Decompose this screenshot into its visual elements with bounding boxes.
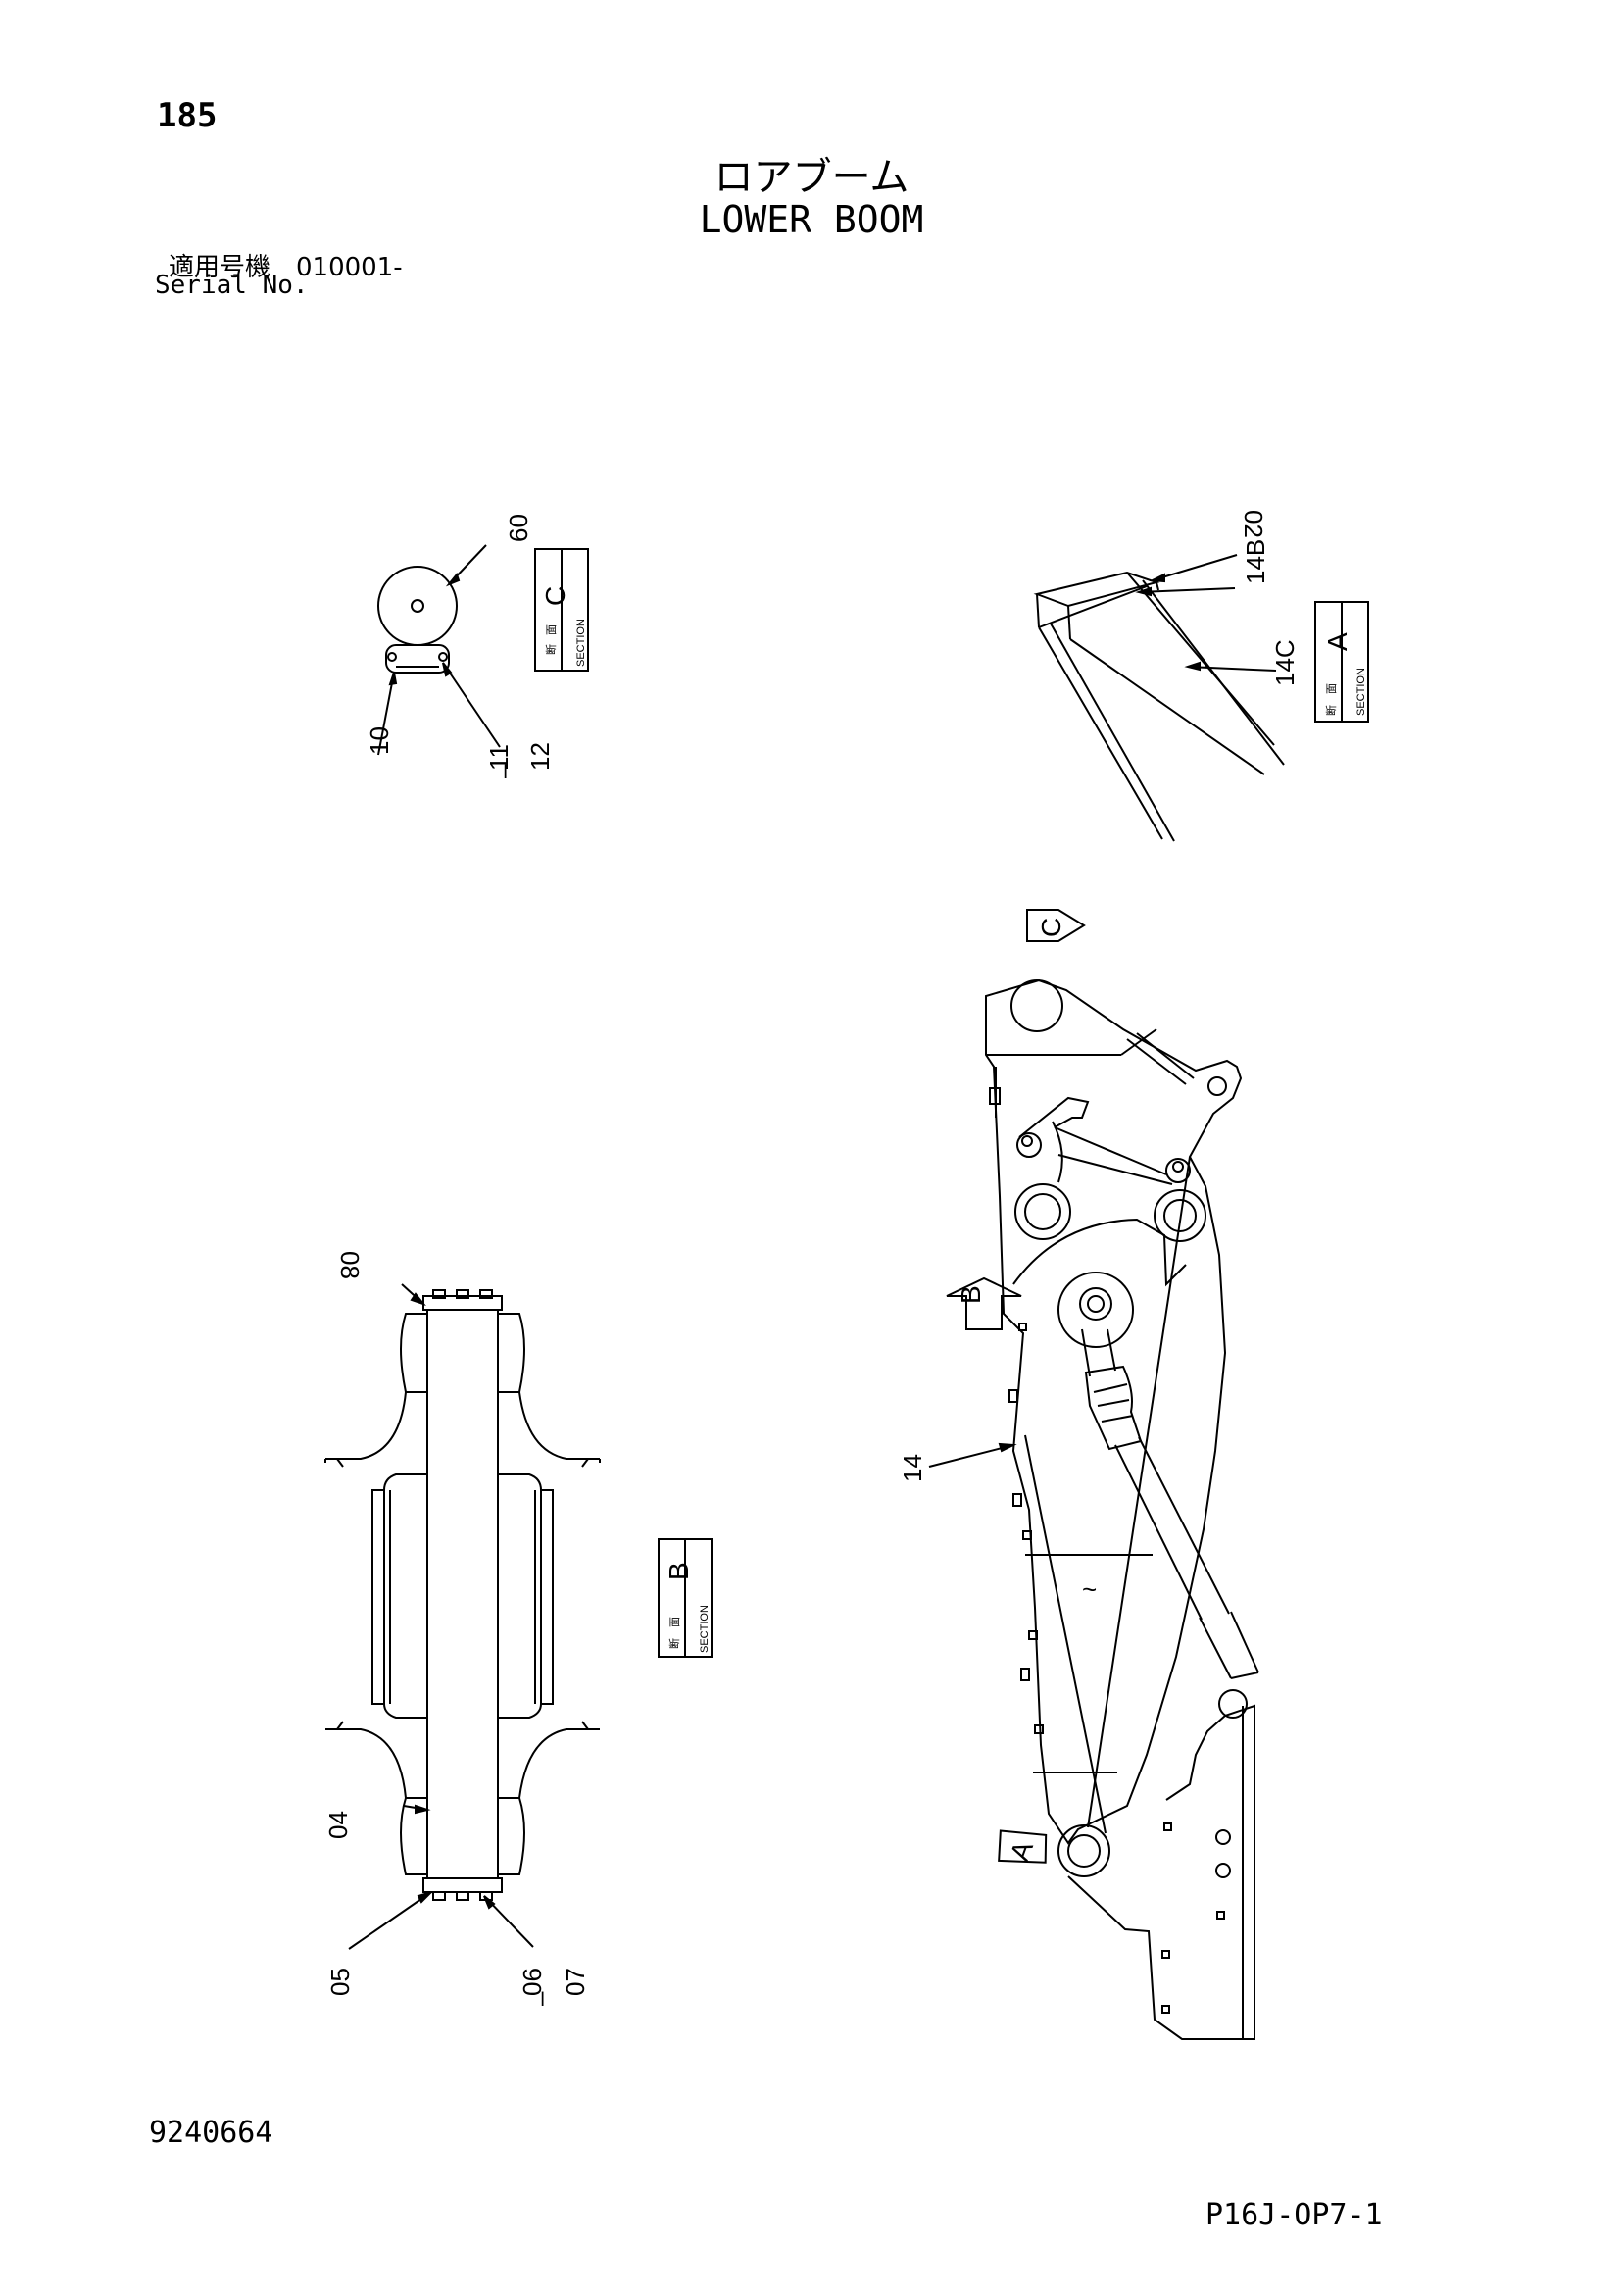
section-b-word: SECTION (699, 1605, 711, 1653)
section-a-kanji-dan: 断 (1324, 705, 1338, 716)
view-arrow-c-label: C (1036, 918, 1066, 937)
view-arrow-b-label: B (956, 1285, 986, 1304)
callout-range-dash: – (488, 764, 517, 778)
callout-11: 11 (484, 744, 514, 771)
break-symbol: ~ (1082, 1574, 1097, 1604)
callout-04: 04 (323, 1811, 353, 1839)
section-a-letter: A (1322, 632, 1352, 651)
section-a-box-text: A 断 面 SECTION (1322, 632, 1367, 716)
section-b-label-box (658, 1538, 713, 1658)
callout-14c: 14C (1270, 639, 1300, 686)
section-a-label-box (1314, 601, 1369, 723)
callout-08: 08 (335, 1251, 365, 1279)
title-english: LOWER BOOM (699, 198, 924, 241)
callout-09: 09 (504, 514, 533, 542)
section-c-kanji-men: 面 (546, 624, 558, 635)
section-b-letter: B (664, 1562, 694, 1580)
callout-07: 07 (561, 1968, 590, 1996)
section-a-callouts: 02 14B 14C (1239, 510, 1300, 686)
main-view-labels: C B A 14 ~ (898, 918, 1097, 1865)
callout-14: 14 (898, 1454, 927, 1482)
callout-14b: 14B (1241, 539, 1270, 584)
callout-10: 10 (365, 726, 394, 755)
page-code: P16J-OP7-1 (1205, 2198, 1383, 2232)
section-b-kanji-men: 面 (669, 1617, 681, 1627)
section-c-callouts: 09 10 11 – 12 (365, 514, 555, 778)
section-c-box-text: C 断 面 SECTION (540, 586, 587, 667)
section-b-callouts: 08 04 05 06 – 07 (323, 1251, 590, 2006)
serial-label-japanese: 適用号機 010001- (169, 253, 403, 282)
serial-label-english: Serial No. (155, 271, 309, 300)
title-japanese: ロアブーム (713, 155, 910, 200)
section-c-kanji-dan: 断 (544, 644, 558, 655)
callout-06: 06 (517, 1968, 547, 1996)
section-c-label-box (534, 548, 589, 672)
section-b-kanji-dan: 断 (667, 1638, 681, 1649)
section-a-kanji-men: 面 (1326, 683, 1338, 694)
page-number: 185 (157, 96, 218, 135)
lower-boom-main-view (928, 909, 1259, 2040)
callout-05: 05 (325, 1968, 355, 1996)
callout-range-dash-2: – (525, 1991, 555, 2006)
section-a-word: SECTION (1355, 668, 1367, 716)
section-b-box-text: B 断 面 SECTION (664, 1562, 711, 1653)
document-number: 9240664 (149, 2116, 273, 2150)
callout-02: 02 (1239, 510, 1268, 538)
callout-12: 12 (525, 742, 555, 771)
section-c-word: SECTION (575, 619, 587, 667)
section-a-view (1033, 554, 1285, 842)
section-c-letter: C (540, 586, 570, 606)
section-c-view (377, 544, 501, 756)
section-b-view (324, 1283, 601, 1950)
